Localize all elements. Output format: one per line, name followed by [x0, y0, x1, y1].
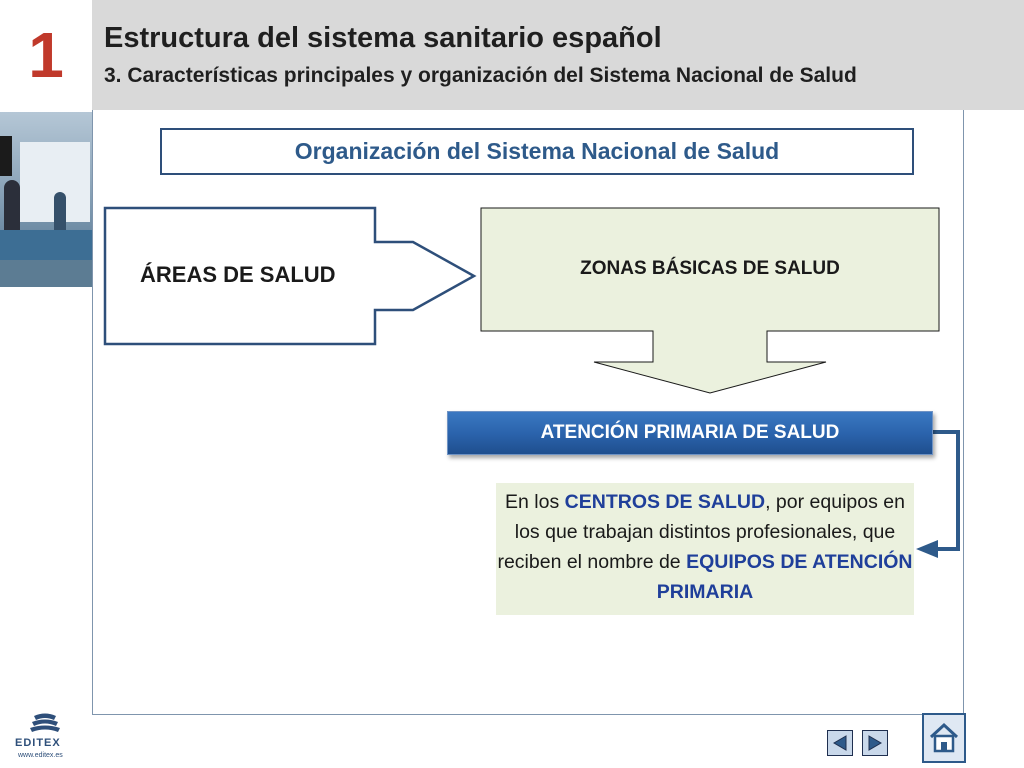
home-button[interactable]	[922, 713, 966, 763]
next-slide-button[interactable]	[862, 730, 888, 756]
connector-line	[931, 430, 960, 551]
header-band	[92, 0, 1024, 110]
connector-arrowhead	[916, 540, 938, 558]
reception-photo	[0, 112, 92, 287]
previous-slide-button[interactable]	[827, 730, 853, 756]
diagram-title: Organización del Sistema Nacional de Sal…	[160, 128, 914, 175]
description-text-1: En los	[505, 491, 565, 513]
slide-title: Estructura del sistema sanitario español	[104, 22, 662, 54]
editex-logo-icon	[30, 713, 60, 732]
equipos-highlight: EQUIPOS DE ATENCIÓN PRIMARIA	[656, 551, 913, 603]
logo-name: EDITEX	[15, 737, 61, 749]
triangle-right-icon	[868, 735, 882, 751]
centros-highlight: CENTROS DE SALUD	[564, 491, 766, 513]
triangle-left-icon	[833, 735, 847, 751]
atencion-primaria-bar: ATENCIÓN PRIMARIA DE SALUD	[447, 411, 933, 455]
logo-url: www.editex.es	[18, 752, 63, 759]
areas-arrow-shape	[103, 206, 477, 346]
zonas-label: ZONAS BÁSICAS DE SALUD	[580, 258, 840, 279]
slide-subtitle: 3. Características principales y organiz…	[104, 64, 857, 87]
slide-number: 1	[28, 19, 64, 91]
description-text-2: , por equipos en los que trabajan distin…	[497, 491, 905, 573]
description-box: En los CENTROS DE SALUD, por equipos en …	[496, 483, 914, 615]
zonas-callout-shape	[480, 207, 940, 394]
areas-label: ÁREAS DE SALUD	[140, 262, 336, 287]
home-icon	[929, 722, 959, 753]
